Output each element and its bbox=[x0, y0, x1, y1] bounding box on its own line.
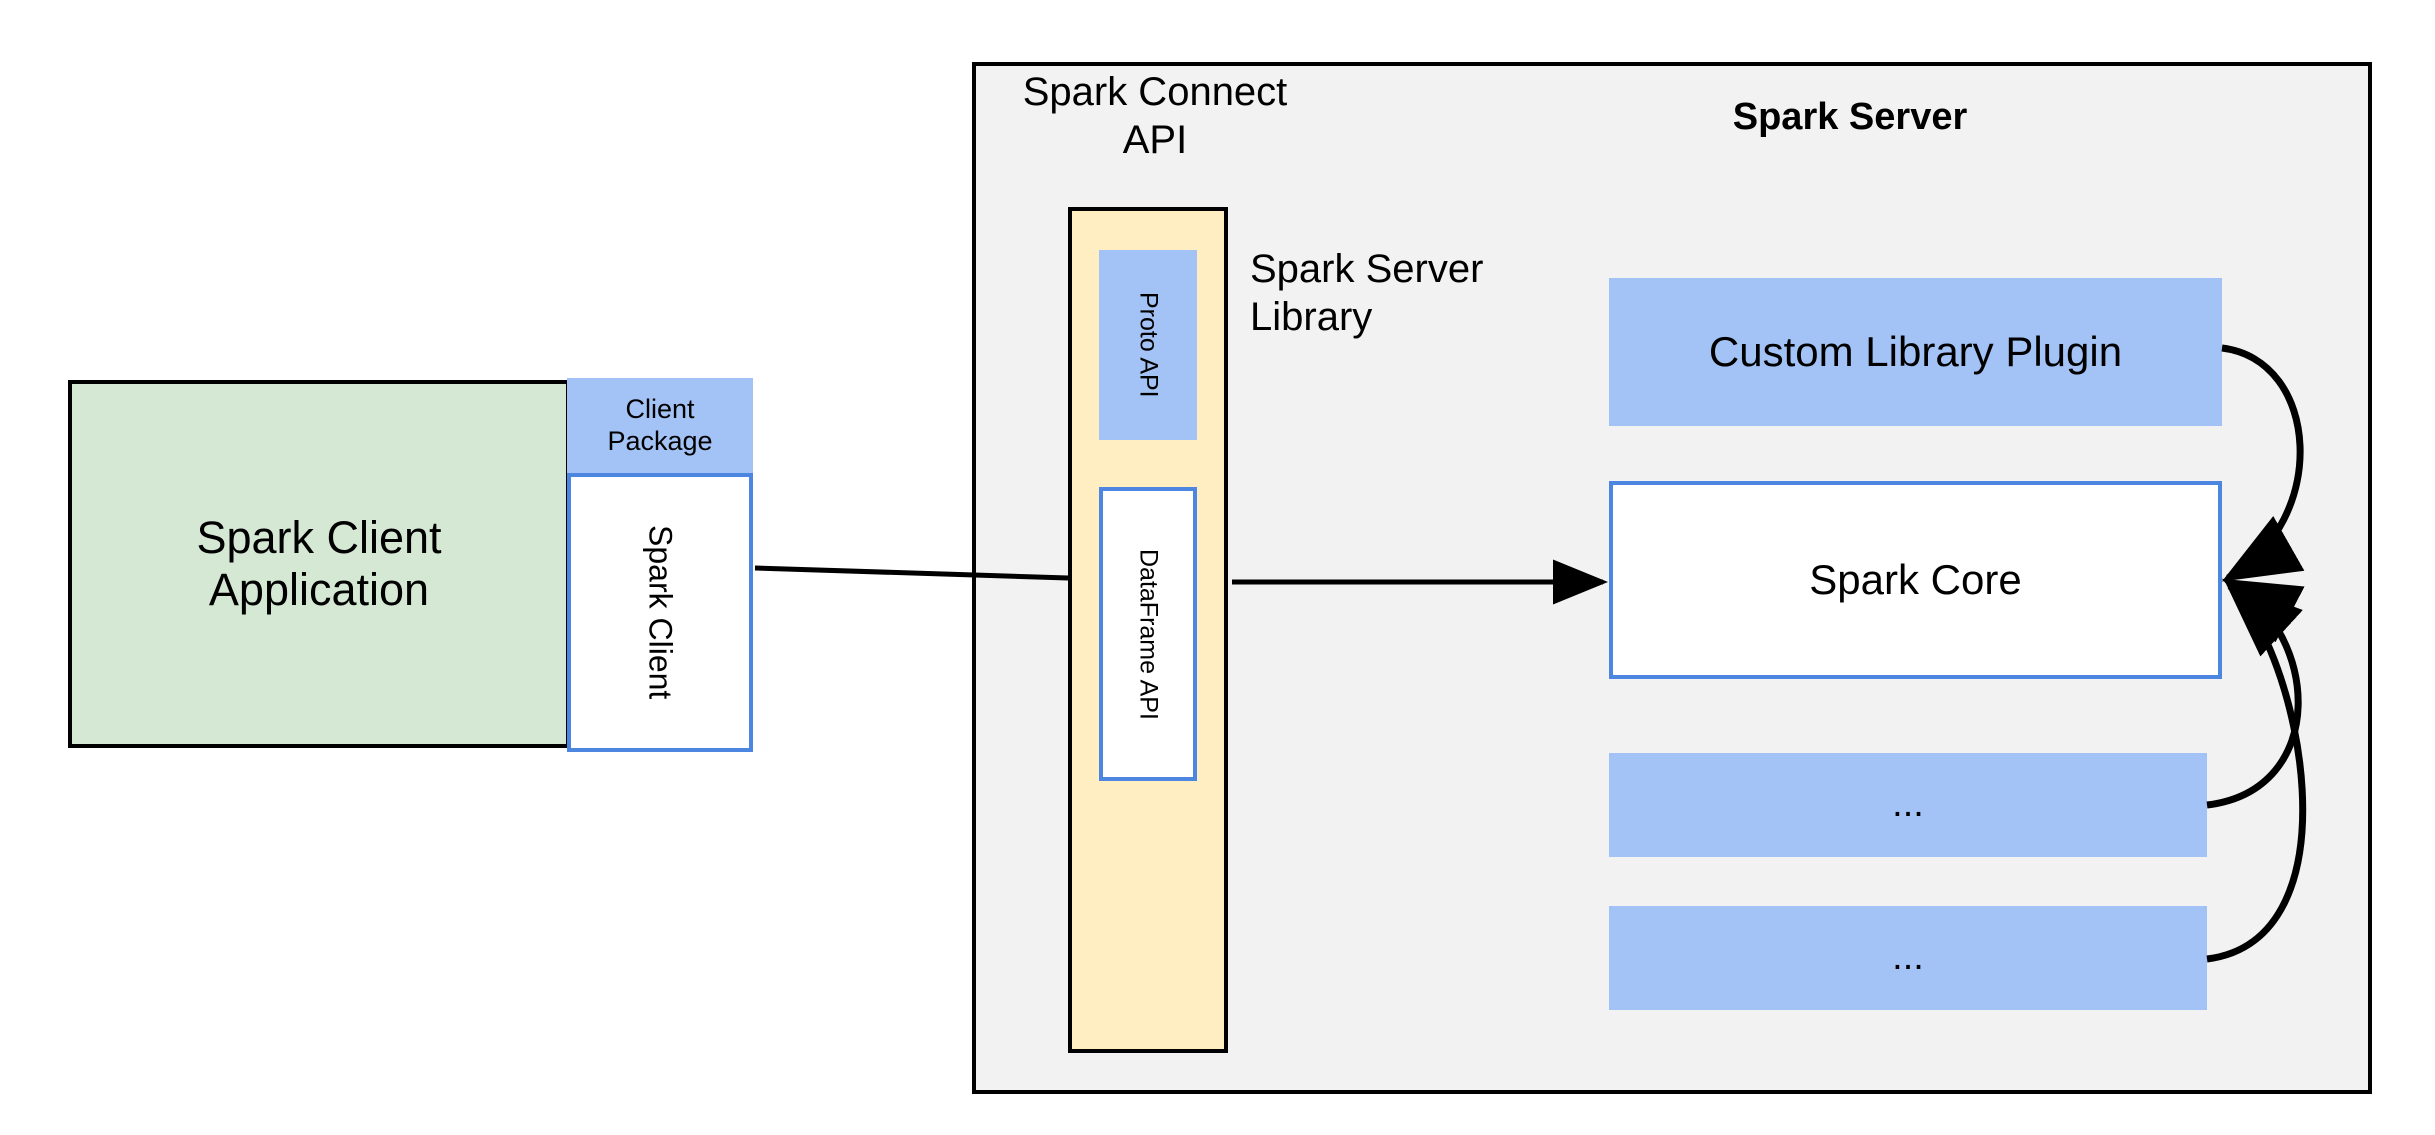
proto-api-box[interactable]: Proto API bbox=[1099, 250, 1197, 440]
spark-connect-api-heading: Spark Connect API bbox=[1022, 70, 1288, 162]
custom-library-plugin-box[interactable]: Custom Library Plugin bbox=[1609, 278, 2222, 426]
spark-core-box[interactable]: Spark Core bbox=[1609, 481, 2222, 679]
placeholder-component-label-1: ... bbox=[1892, 783, 1924, 826]
placeholder-component-box-2[interactable]: ... bbox=[1609, 906, 2207, 1010]
spark-client-application-label: Spark Client Application bbox=[196, 512, 442, 615]
placeholder-component-label-2: ... bbox=[1892, 936, 1924, 979]
spark-server-library-heading: Spark Server Library bbox=[1250, 247, 1484, 339]
spark-client-label: Spark Client bbox=[642, 525, 679, 700]
proto-api-label: Proto API bbox=[1134, 292, 1163, 398]
custom-library-plugin-label: Custom Library Plugin bbox=[1708, 327, 2123, 375]
placeholder-component-box-1[interactable]: ... bbox=[1609, 753, 2207, 857]
dataframe-api-label: DataFrame API bbox=[1134, 548, 1163, 720]
spark-client-application-box[interactable]: Spark Client Application bbox=[68, 380, 570, 748]
client-package-box[interactable]: Client Package bbox=[567, 378, 753, 473]
spark-server-title: Spark Server bbox=[1732, 96, 1968, 138]
client-package-label: Client Package bbox=[607, 394, 713, 456]
dataframe-api-box[interactable]: DataFrame API bbox=[1099, 487, 1197, 781]
spark-core-label: Spark Core bbox=[1809, 555, 2022, 603]
spark-client-box[interactable]: Spark Client bbox=[567, 473, 753, 752]
